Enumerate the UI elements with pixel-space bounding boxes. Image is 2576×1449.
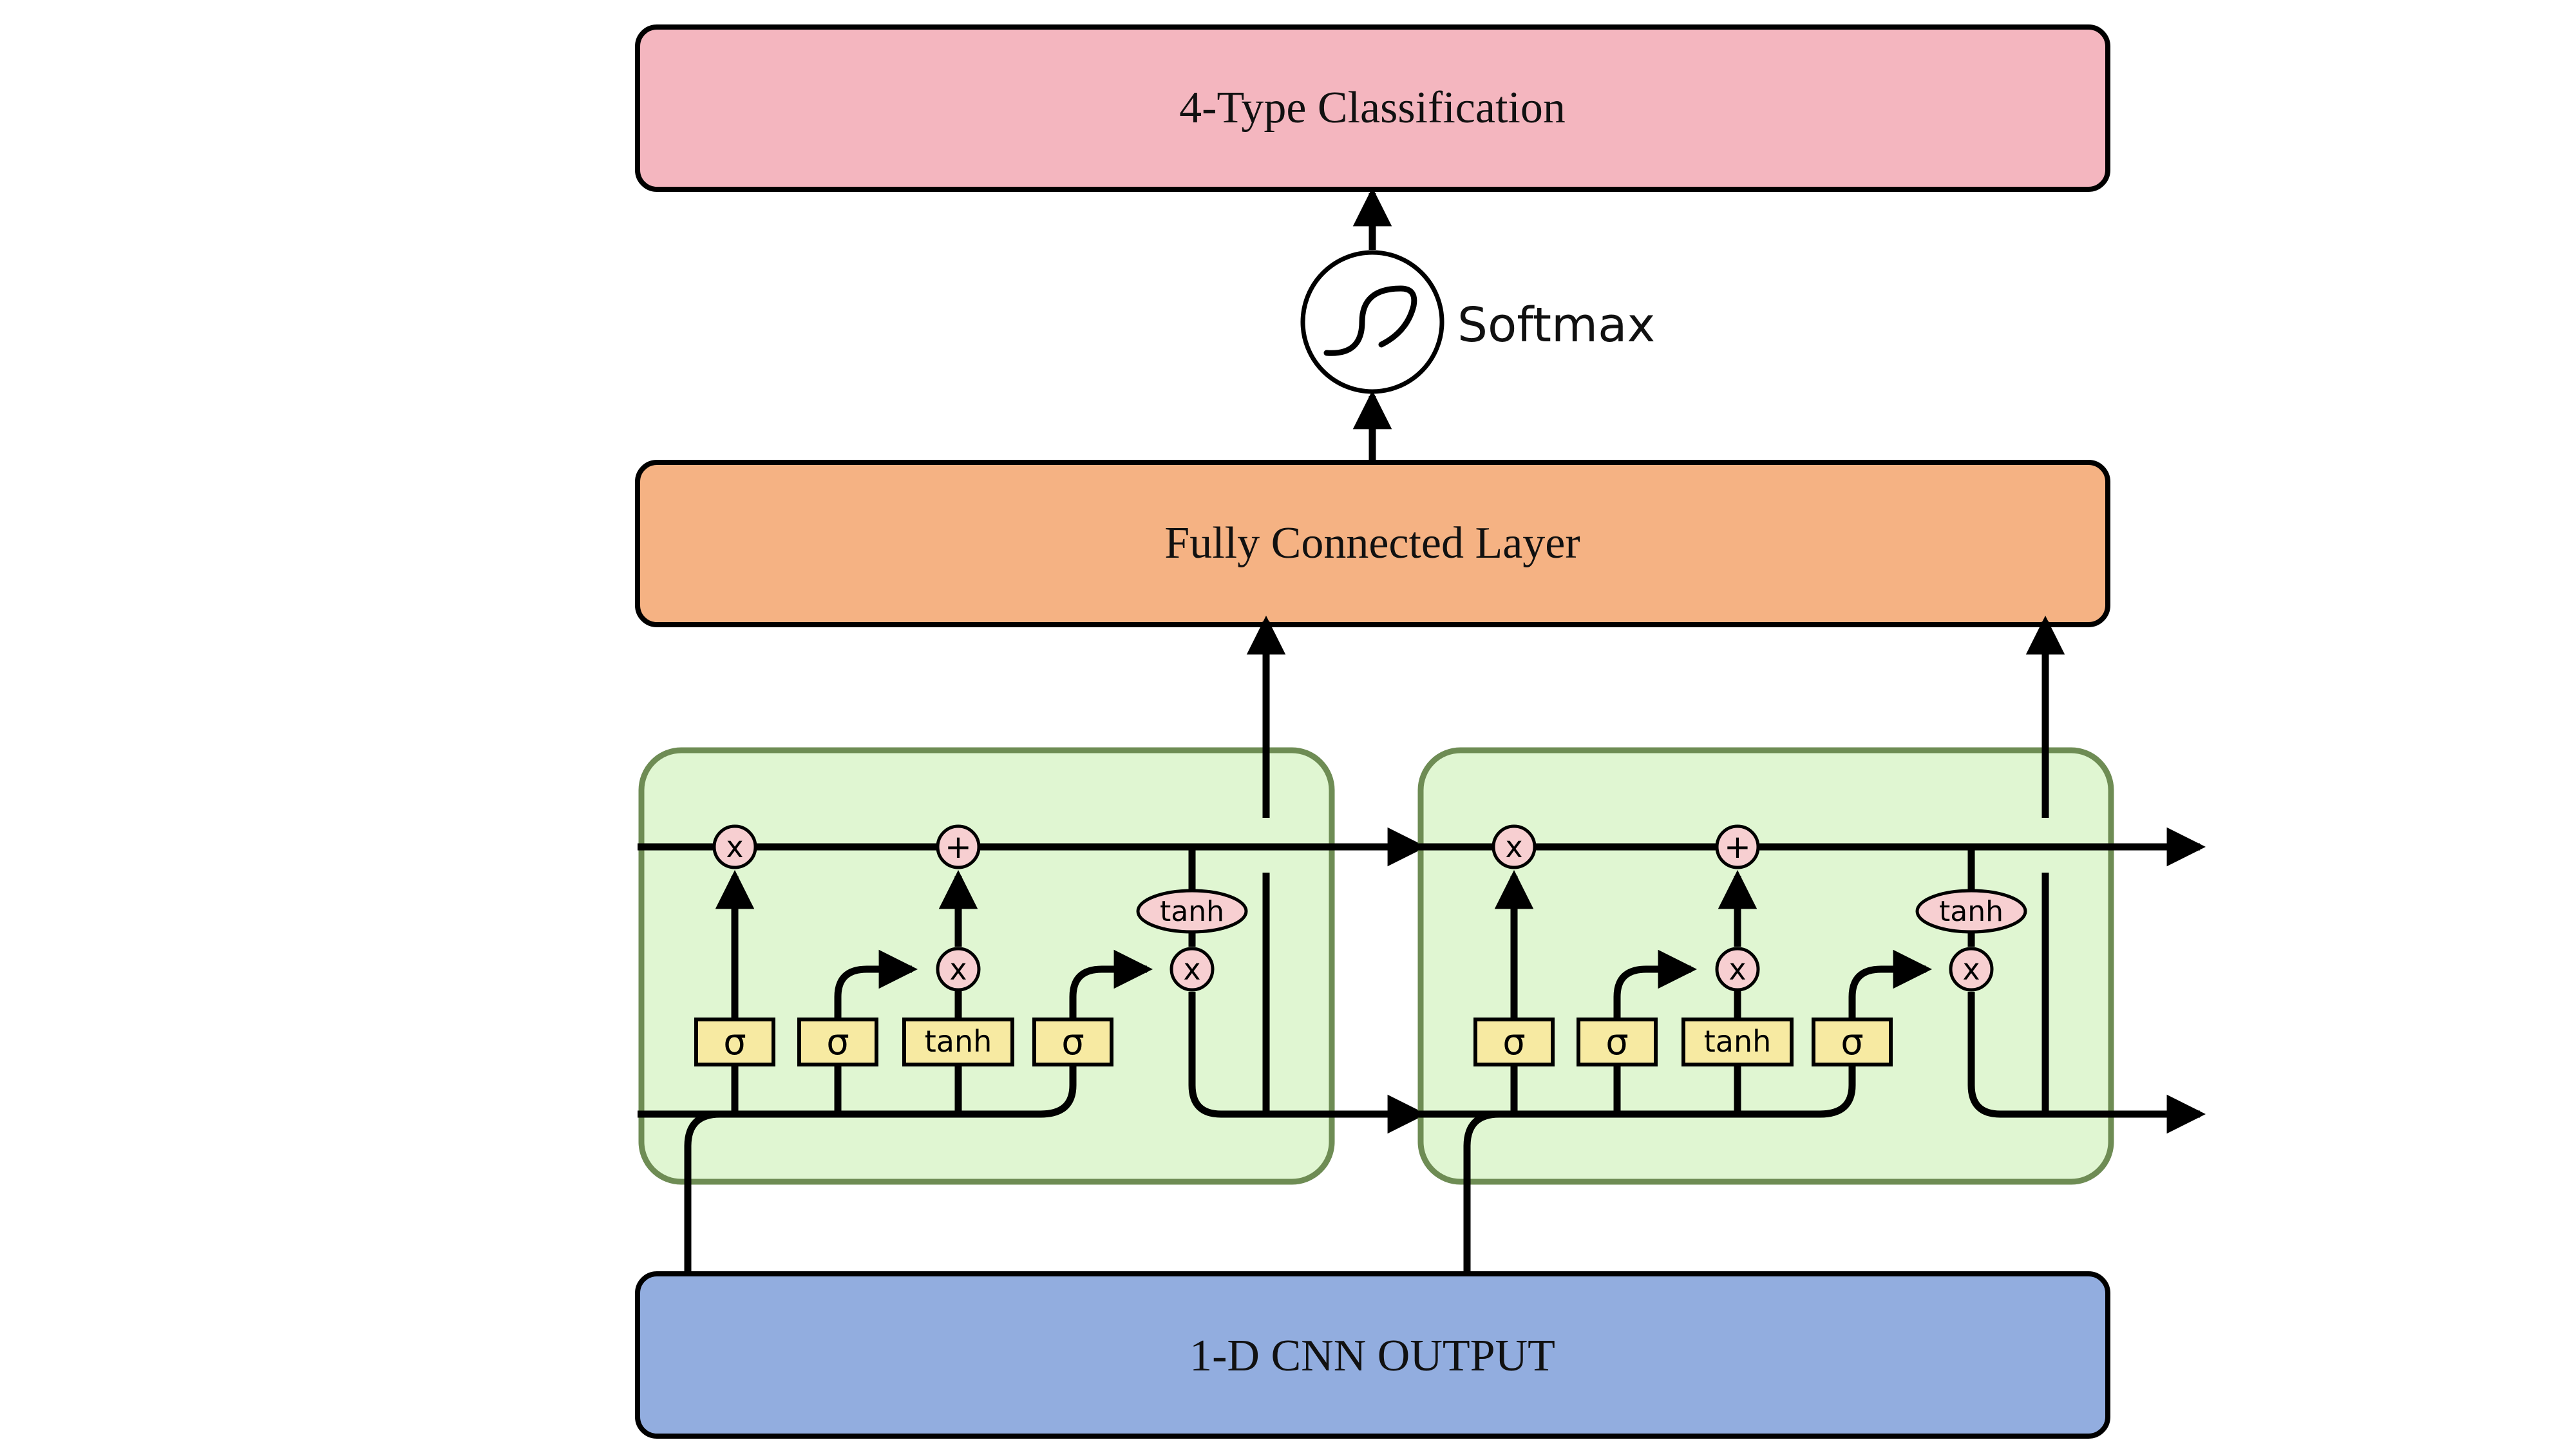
cnn-output-box: 1-D CNN OUTPUT [635, 1271, 2110, 1439]
cnn-to-lstm-2-line [1463, 1110, 1552, 1272]
classification-box: 4-Type Classification [635, 24, 2110, 192]
fully-connected-layer-box: Fully Connected Layer [635, 460, 2110, 627]
softmax-icon [1300, 250, 1444, 394]
softmax-label: Softmax [1457, 298, 1655, 353]
softmax-node: Softmax [1300, 250, 1655, 394]
fc-layer-label: Fully Connected Layer [1164, 518, 1580, 568]
classification-label: 4-Type Classification [1179, 83, 1566, 133]
cnn-output-label: 1-D CNN OUTPUT [1189, 1331, 1555, 1381]
lstm-cell-1 [638, 621, 1421, 1182]
cnn-to-lstm-1-line [684, 1110, 773, 1272]
lstm-cell-2 [1417, 621, 2200, 1182]
